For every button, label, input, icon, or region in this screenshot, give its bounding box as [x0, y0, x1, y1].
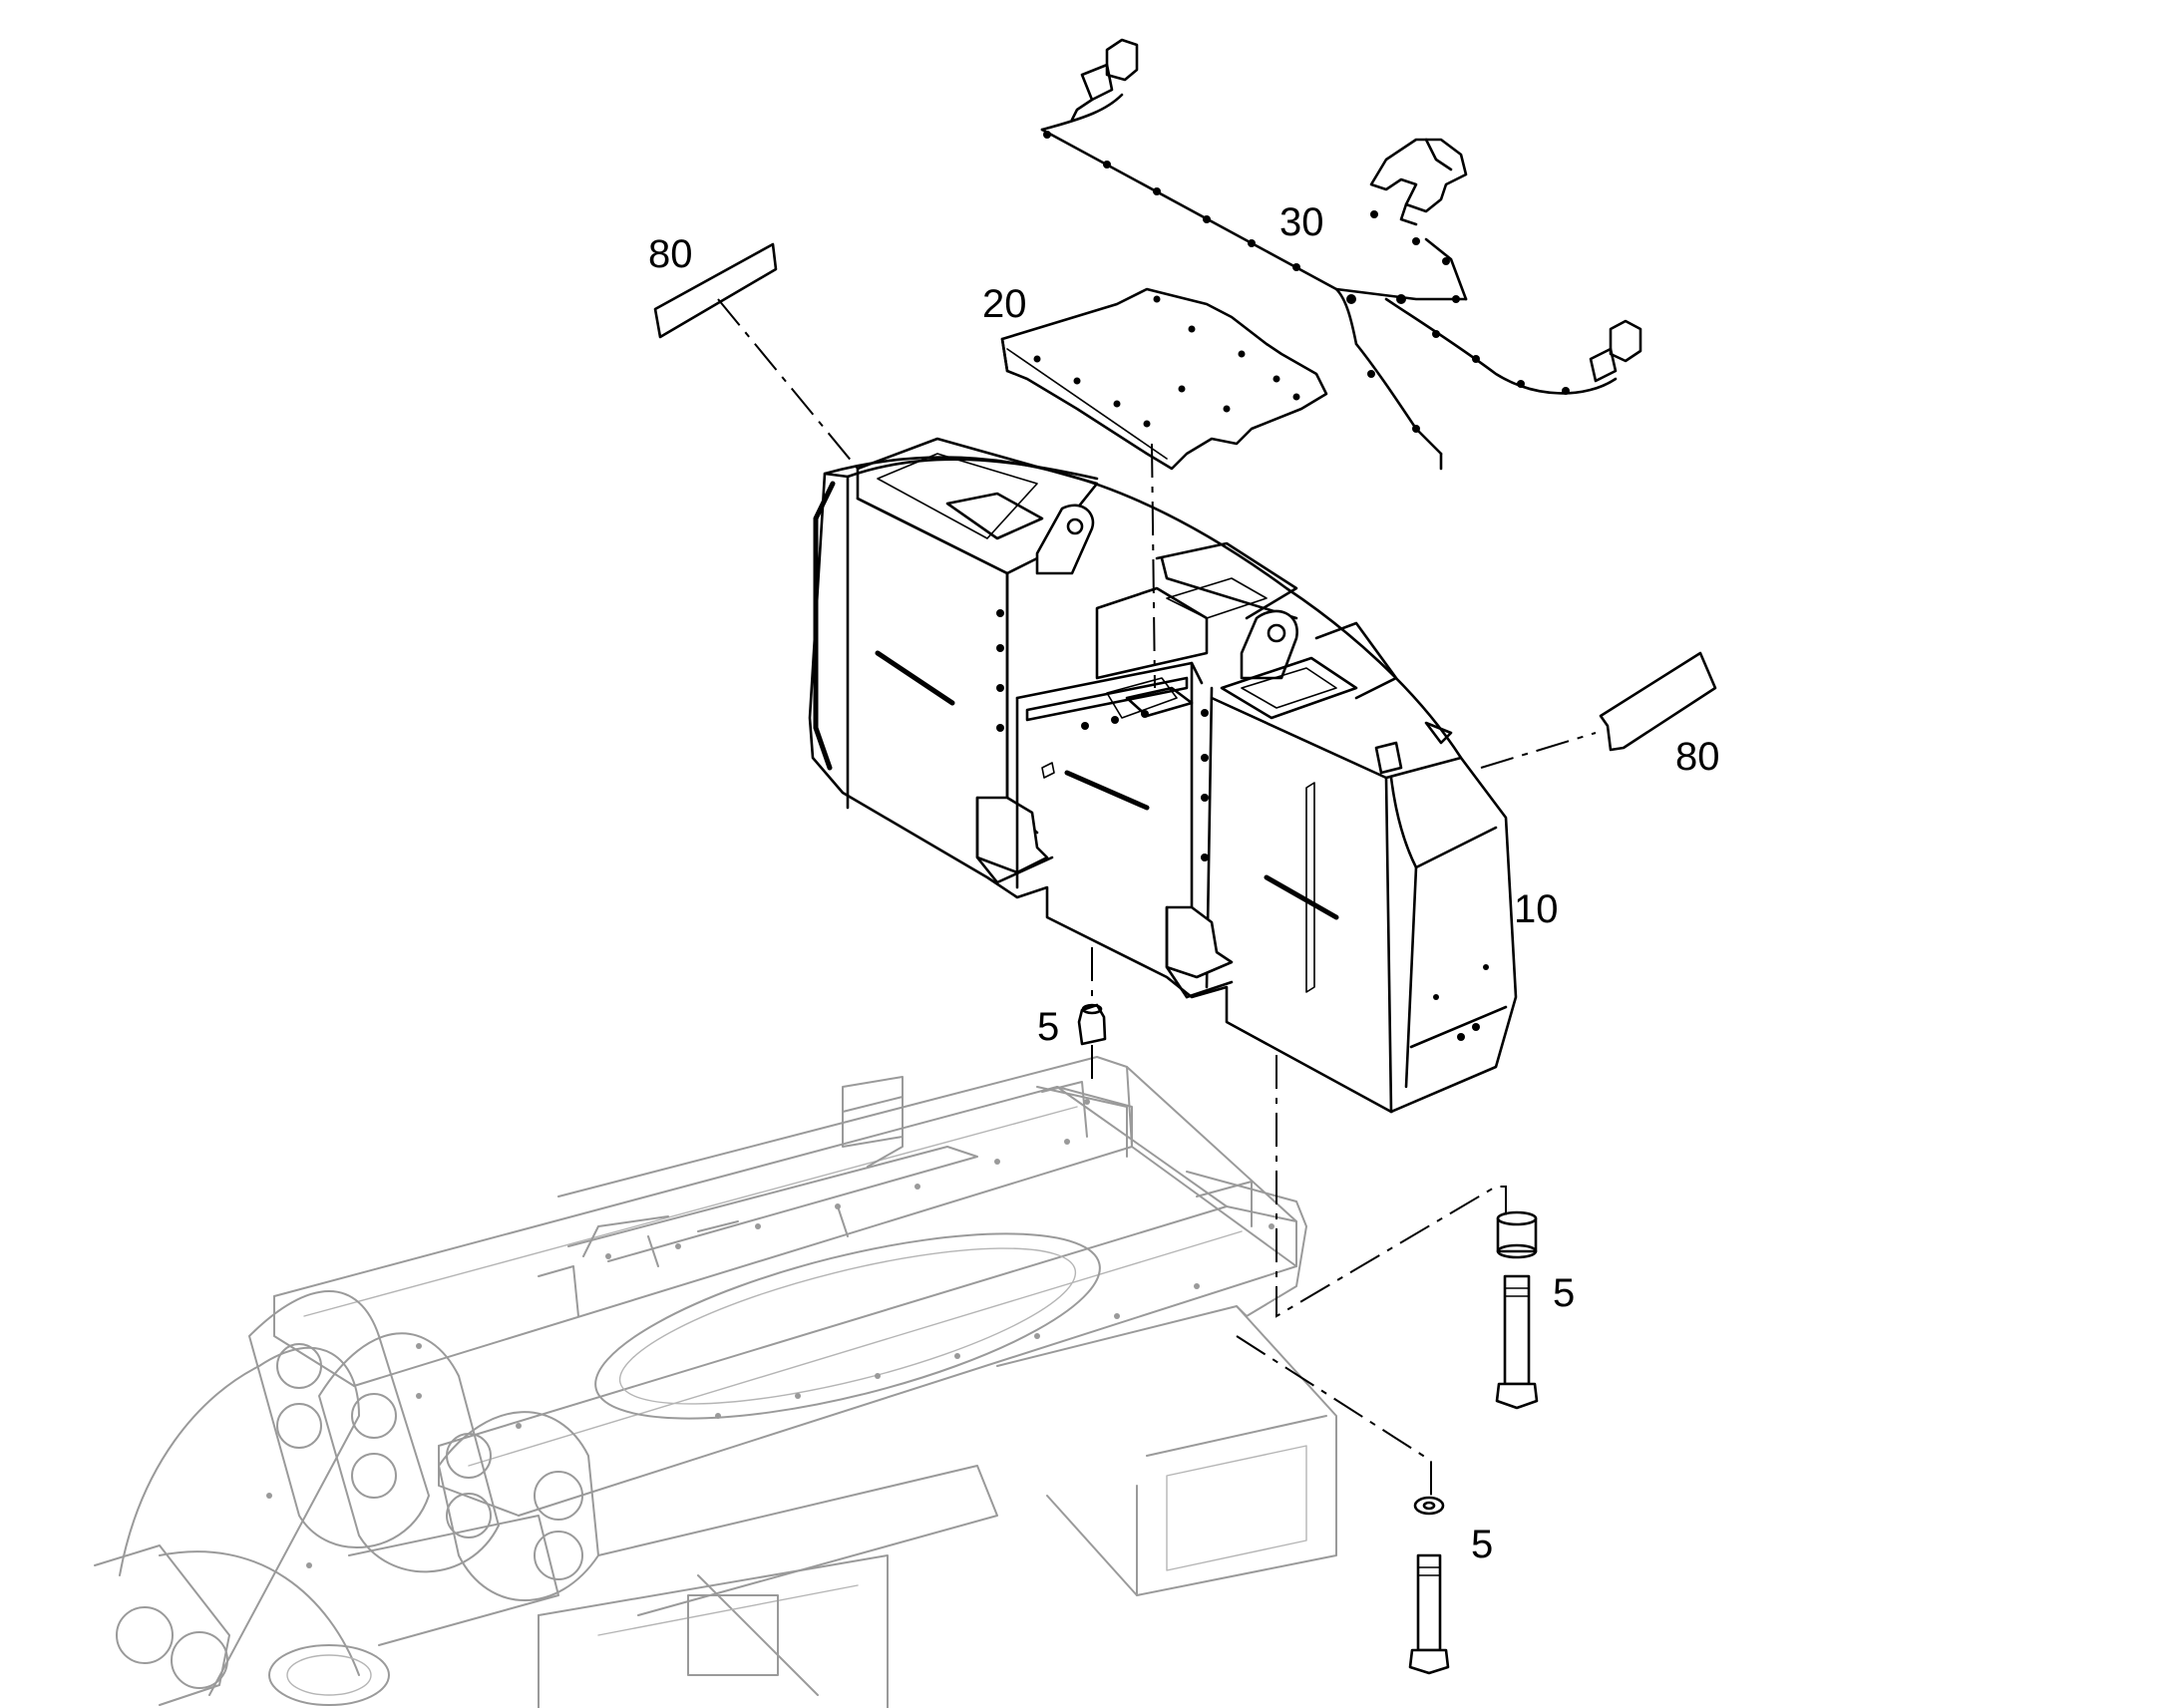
frame-rivets — [266, 1099, 1274, 1568]
harness-clips — [1043, 131, 1570, 433]
decal-right — [1599, 651, 1717, 752]
callout-10: 10 — [1514, 887, 1559, 931]
callout-30: 30 — [1279, 200, 1324, 244]
callout-80-top: 80 — [648, 232, 693, 276]
callout-80-right: 80 — [1675, 735, 1720, 779]
callouts: 80 20 30 80 10 5 5 5 — [648, 200, 1720, 1566]
decal-top — [653, 242, 778, 339]
counterweight-bolt-holes — [996, 609, 1489, 1041]
callout-5-bolt: 5 — [1471, 1523, 1493, 1566]
callout-5-bushing: 5 — [1553, 1271, 1575, 1315]
bushing-and-bolt — [1495, 1210, 1539, 1410]
machine-frame-ghost — [94, 1056, 1337, 1708]
wiring-harness — [1040, 38, 1642, 471]
leader-lines — [717, 298, 1597, 1501]
locating-pin — [1077, 1003, 1107, 1046]
callout-20: 20 — [982, 282, 1027, 326]
callout-5-pin: 5 — [1037, 1005, 1059, 1049]
cover-plate — [1000, 287, 1328, 471]
washer-and-bolt — [1408, 1496, 1450, 1675]
counterweight — [808, 437, 1518, 1114]
cover-plate-holes — [1033, 295, 1300, 428]
